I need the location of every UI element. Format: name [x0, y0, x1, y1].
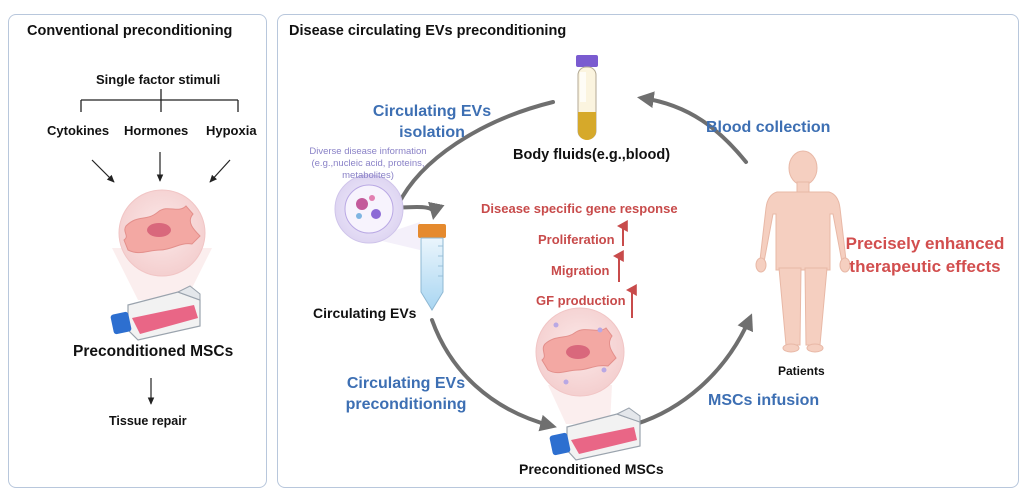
patients-label: Patients — [778, 364, 825, 378]
msc-infusion-label: MSCs infusion — [708, 392, 820, 409]
stimuli-arrows — [91, 152, 231, 183]
proliferation-label: Proliferation — [538, 232, 615, 247]
disease-info-label: Diverse disease information (e.g.,nuclei… — [293, 146, 443, 182]
factor-hormones: Hormones — [124, 123, 189, 138]
isolation-line2: isolation — [399, 124, 465, 141]
factor-cytokines: Cytokines — [47, 123, 110, 138]
stimuli-bracket — [80, 89, 239, 112]
effects-line1: Precisely enhanced — [845, 234, 1005, 253]
disease-info-line3: metabolites) — [342, 170, 394, 181]
tissue-repair-label: Tissue repair — [109, 414, 187, 428]
disease-info-line2: (e.g.,nucleic acid, proteins, — [311, 158, 425, 169]
ev-tube-icon — [418, 224, 446, 311]
msc-zoom-right — [535, 307, 625, 424]
disease-info-line1: Diverse disease information — [309, 146, 427, 157]
ev-zoom-icon — [334, 174, 420, 250]
patient-figure-icon — [755, 150, 851, 353]
right-panel-title: Disease circulating EVs preconditioning — [289, 23, 567, 39]
preconditioning-label: Circulating EVs preconditioning — [336, 373, 476, 415]
gene-response-label: Disease specific gene response — [481, 201, 678, 216]
response-arrows — [613, 220, 637, 318]
migration-label: Migration — [551, 263, 610, 278]
isolation-line1: Circulating EVs — [372, 103, 492, 120]
body-fluids-label: Body fluids(e.g.,blood) — [513, 147, 671, 163]
flask-left-icon — [110, 285, 201, 341]
left-cells-label: Preconditioned MSCs — [73, 343, 234, 360]
blood-collection-label: Blood collection — [706, 119, 831, 136]
factor-hypoxia: Hypoxia — [206, 123, 257, 138]
gf-production-label: GF production — [536, 293, 626, 308]
flask-right-icon — [549, 407, 641, 461]
preconditioning-line2: preconditioning — [345, 396, 467, 413]
left-panel-title: Conventional preconditioning — [27, 23, 233, 39]
therapeutic-effects-label: Precisely enhanced therapeutic effects — [840, 232, 1010, 278]
circulating-evs-label: Circulating EVs — [313, 305, 417, 321]
effects-line2: therapeutic effects — [849, 257, 1001, 276]
cycle-arrows — [395, 91, 753, 432]
isolation-label: Circulating EVs isolation — [362, 101, 502, 143]
blood-tube-icon — [576, 55, 598, 140]
stimuli-title: Single factor stimuli — [96, 72, 221, 87]
preconditioning-line1: Circulating EVs — [346, 375, 466, 392]
msc-zoom-left — [112, 189, 212, 300]
right-cells-label: Preconditioned MSCs — [519, 461, 664, 477]
